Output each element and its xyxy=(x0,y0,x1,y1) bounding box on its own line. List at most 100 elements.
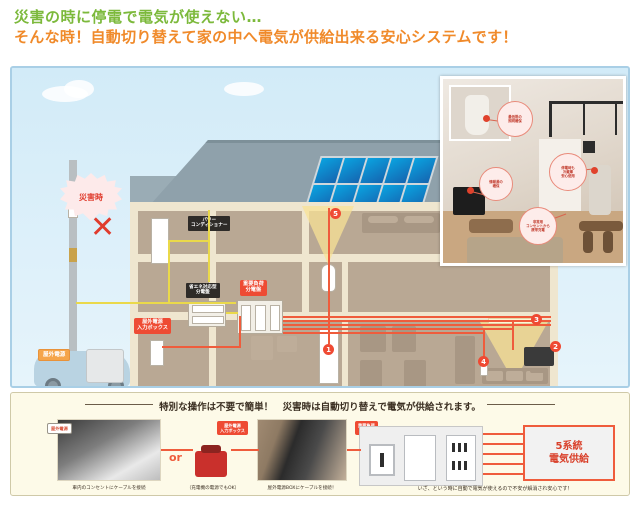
main-diagram-panel: 災害時 ✕ 屋外電源 パワー コンディショナー 省エネ対応型 分電盤 重要負荷 … xyxy=(10,66,630,388)
car-outlet-caption: 車内のコンセントにケーブルを接続 xyxy=(72,486,146,491)
emergency-wire xyxy=(328,330,330,344)
outdoor-box-caption: 屋外電源BOXにケーブルを接続！ xyxy=(267,486,337,491)
energy-saving-distribution-board xyxy=(188,301,226,327)
car-outlet-photo xyxy=(57,419,161,481)
solar-wire xyxy=(168,240,210,242)
outdoor-input-box-unit xyxy=(150,340,164,366)
utility-pole xyxy=(69,160,77,386)
pillow xyxy=(404,216,434,223)
photo-refrigerator xyxy=(589,165,611,215)
supply-line-1: 5系統 xyxy=(555,440,583,452)
bottom-title: 特別な操作は不要で簡単！ 災害時は自動切り替えで電気が供給されます。 xyxy=(159,402,481,413)
wall-divider xyxy=(550,202,558,386)
shelf-unit xyxy=(455,336,475,384)
solar-wire xyxy=(208,210,210,282)
photo-chair xyxy=(583,231,593,253)
callout-dot xyxy=(483,115,490,122)
microwave xyxy=(277,336,297,352)
callout-bubble-information: 情報源の 確保 xyxy=(479,167,513,201)
kitchen-cabinet xyxy=(360,326,386,352)
title-rule-right xyxy=(487,404,555,405)
solar-wire xyxy=(76,302,236,304)
critical-load-distribution-board xyxy=(237,300,283,334)
callout-bubble-outlet: 非常用 コンセントから 携帯充電 xyxy=(519,207,557,245)
generator-caption: （充電機の電源でもOK） xyxy=(186,486,240,491)
wall-speaker xyxy=(583,141,595,153)
supply-line xyxy=(483,453,523,455)
emergency-wire xyxy=(512,322,514,350)
callout-bubble-lighting: 最低限の 照明確保 xyxy=(497,101,533,137)
or-separator: or xyxy=(169,451,182,464)
supply-line xyxy=(483,443,523,445)
connector-line xyxy=(231,449,259,451)
critical-load-panel-label: 重要負荷 分電盤 xyxy=(240,280,267,296)
outdoor-power-label: 屋外電源 xyxy=(38,349,71,362)
sofa-cushion xyxy=(526,371,543,381)
generator-photo xyxy=(191,441,231,481)
outdoor-box-photo xyxy=(257,419,347,481)
emergency-wire xyxy=(483,330,485,360)
connector-line xyxy=(161,449,193,451)
energy-saving-panel-label: 省エネ対応型 分電盤 xyxy=(186,283,220,298)
stair-railing xyxy=(583,101,585,135)
emergency-wire xyxy=(239,316,241,348)
marker-1: 1 xyxy=(323,344,334,355)
headline-line1: 災害の時に停電で電気が使えない… xyxy=(14,8,263,26)
callout-bubble-refrigerator: 停電時も 冷蔵庫 安心使用 xyxy=(549,153,587,191)
marker-2: 2 xyxy=(550,341,561,352)
emergency-wire xyxy=(328,208,330,330)
emergency-wire xyxy=(283,316,551,318)
kitchen-counter xyxy=(392,326,416,352)
solar-wire xyxy=(168,240,170,304)
outage-x-icon: ✕ xyxy=(90,210,116,245)
stove xyxy=(404,360,426,386)
tv-stand xyxy=(530,368,548,373)
outdoor-input-box-label: 屋外電源 入力ボックス xyxy=(134,318,171,334)
sofa-cushion xyxy=(506,371,523,381)
washing-machine xyxy=(251,336,273,360)
headline-line2: そんな時！自動切り替えて家の中へ電気が供給出来る安心システムです！ xyxy=(14,28,518,46)
supply-summary-box: 5系統 電気供給 xyxy=(523,425,615,481)
pillow xyxy=(368,216,398,223)
wall-divider xyxy=(130,202,138,386)
interior-photo-inset: 最低限の 照明確保 停電時も 冷蔵庫 安心使用 情報源の 確保 非常用 コンセン… xyxy=(440,76,626,266)
car-wheel xyxy=(45,378,61,386)
callout-dot xyxy=(467,187,474,194)
emergency-wire xyxy=(283,328,513,330)
outdoor-input-box-mini-label: 屋外電源 入力ボックス xyxy=(217,421,248,436)
power-conditioner-unit xyxy=(151,218,169,264)
supply-line xyxy=(483,463,523,465)
television-screen xyxy=(524,347,554,366)
connector-line xyxy=(347,449,361,451)
bottom-summary-panel: 特別な操作は不要で簡単！ 災害時は自動切り替えで電気が供給されます。 屋外電源 … xyxy=(10,392,630,496)
callout-dot xyxy=(591,167,598,174)
outdoor-power-mini-label: 屋外電源 xyxy=(47,423,72,435)
supply-line-2: 電気供給 xyxy=(549,454,589,465)
solar-wire xyxy=(226,312,238,314)
portable-generator xyxy=(86,349,124,383)
photo-chair xyxy=(603,231,613,253)
title-rule-left xyxy=(85,404,153,405)
stair-railing xyxy=(549,101,623,104)
headline: 災害の時に停電で電気が使えない… そんな時！自動切り替えて家の中へ電気が供給出来… xyxy=(14,8,632,47)
marker-3: 3 xyxy=(531,314,542,325)
marker-5: 5 xyxy=(330,208,341,219)
stair-railing xyxy=(549,101,552,137)
marker-4: 4 xyxy=(478,356,489,367)
supply-line xyxy=(483,433,523,435)
supply-line xyxy=(483,473,523,475)
bottom-note: いざ、という時に自動で電気が使えるので不安が解消され安心です！ xyxy=(417,486,573,492)
stair-railing xyxy=(615,101,617,135)
emergency-wire xyxy=(283,324,551,326)
sofa-cushion xyxy=(486,371,503,381)
photo-dining-table xyxy=(579,221,623,231)
emergency-wire xyxy=(283,332,483,334)
distribution-board-diagram xyxy=(359,426,483,486)
kitchen-sink xyxy=(360,360,382,386)
emergency-wire xyxy=(162,346,240,348)
cloud-icon xyxy=(224,82,264,96)
photo-coffee-table xyxy=(469,219,513,233)
pole-transformer xyxy=(69,248,77,262)
cloud-icon xyxy=(64,80,94,98)
